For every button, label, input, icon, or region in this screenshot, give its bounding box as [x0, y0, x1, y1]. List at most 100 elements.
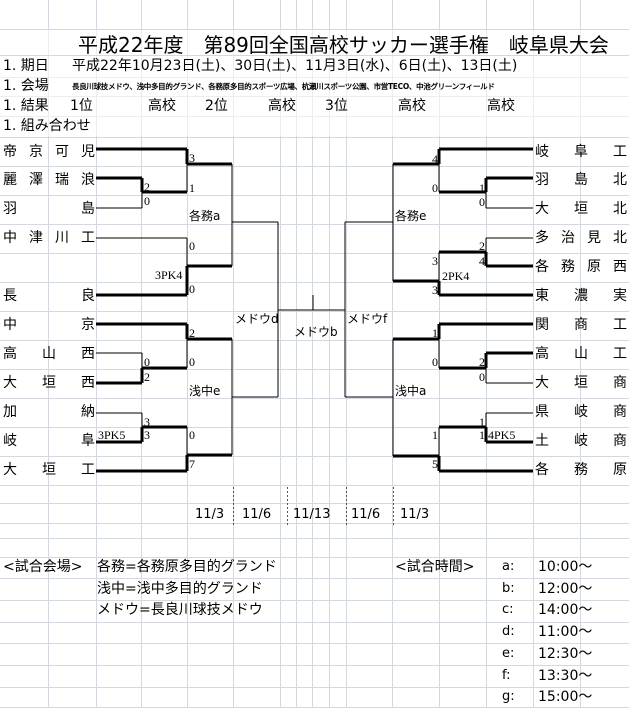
score-label: 1	[479, 415, 485, 429]
score-label: 各務a	[189, 209, 221, 223]
result-3rd-school-b: 高校	[487, 98, 515, 114]
score-label: 0	[189, 282, 195, 296]
score-label: 4	[479, 254, 485, 268]
team-name-left: 中津川工	[3, 230, 95, 246]
round-date: 11/3	[400, 507, 430, 522]
score-label: 0	[479, 195, 485, 209]
venue-legend-3: メドウ=長良川球技メドウ	[97, 602, 263, 618]
time-slot-time: 12:30〜	[538, 646, 593, 662]
time-slot-time: 15:00〜	[538, 689, 593, 705]
score-label: 3	[144, 428, 150, 442]
score-label: 2PK4	[442, 269, 470, 283]
team-name-left: 中京	[3, 317, 95, 333]
page-title: 平成22年度 第89回全国高校サッカー選手権 岐阜県大会	[78, 33, 609, 57]
team-name-right: 土岐商	[535, 433, 627, 449]
score-label: 0	[432, 355, 438, 369]
team-name-left: 帝京可児	[3, 144, 95, 160]
result-1st-school: 高校	[148, 98, 176, 114]
score-label: 各務e	[395, 209, 427, 223]
time-slot-key: c:	[502, 602, 514, 617]
team-name-left: 麗澤瑞浪	[3, 172, 95, 188]
time-slot-key: a:	[502, 559, 515, 574]
time-slot-time: 14:00〜	[538, 602, 593, 618]
score-label: 0	[189, 355, 195, 369]
team-name-right: 高山工	[535, 346, 627, 362]
score-label: 0	[189, 239, 195, 253]
score-label: 3	[432, 283, 438, 297]
score-label: 1	[479, 181, 485, 195]
result-3rd: 3位	[325, 98, 348, 114]
team-name-right: 大垣商	[535, 375, 627, 391]
score-label: 0	[144, 355, 150, 369]
venues-label: <試合会場>	[3, 559, 83, 575]
times-label: <試合時間>	[395, 559, 475, 575]
time-slot-key: b:	[502, 581, 515, 596]
time-slot-key: g:	[502, 689, 515, 704]
time-slot-time: 11:00〜	[538, 624, 593, 640]
result-1st: 1位	[70, 98, 93, 114]
time-slot-key: f:	[502, 668, 511, 683]
period-value: 平成22年10月23日(土)、30日(土)、11月3日(水)、6日(土)、13日…	[72, 58, 518, 74]
score-label: 3PK5	[98, 428, 126, 442]
score-label: 4	[432, 152, 438, 166]
score-label: 1	[189, 181, 195, 195]
team-name-right: 岐阜工	[535, 144, 627, 160]
score-label: 3	[432, 254, 438, 268]
score-label: 2	[189, 326, 195, 340]
result-3rd-school-a: 高校	[398, 98, 426, 114]
time-slot-time: 12:00〜	[538, 581, 593, 597]
score-label: 3	[144, 415, 150, 429]
time-slot-key: e:	[502, 646, 515, 661]
team-name-right: 各務原	[535, 462, 627, 478]
score-label: メドウb	[294, 325, 338, 339]
team-name-left: 大垣西	[3, 375, 95, 391]
period-label: 1. 期日	[3, 58, 49, 74]
team-name-left: 加納	[3, 404, 95, 420]
team-name-right: 各務原西	[535, 259, 627, 275]
team-name-right: 県岐商	[535, 404, 627, 420]
score-label: 2	[144, 370, 150, 384]
round-date: 11/3	[195, 507, 225, 522]
venue-label: 1. 会場	[3, 78, 49, 94]
score-label: 1	[479, 428, 485, 442]
team-name-right: 関商工	[535, 317, 627, 333]
score-label: 2	[479, 239, 485, 253]
score-label: 7	[189, 457, 195, 471]
result-2nd: 2位	[205, 98, 228, 114]
team-name-right: 多治見北	[535, 230, 627, 246]
score-label: メドウf	[347, 312, 388, 326]
team-name-right: 羽島北	[535, 172, 627, 188]
score-label: 0	[144, 194, 150, 208]
result-2nd-school: 高校	[268, 98, 296, 114]
score-label: 3	[189, 151, 195, 165]
team-name-left: 高山西	[3, 346, 95, 362]
score-label: 0	[479, 370, 485, 384]
team-name-left: 長良	[3, 288, 95, 304]
header-band	[0, 56, 629, 136]
result-label: 1. 結果	[3, 98, 49, 114]
time-slot-time: 10:00〜	[538, 559, 593, 575]
round-date: 11/6	[351, 507, 381, 522]
team-name-left: 岐阜	[3, 433, 95, 449]
venue-legend-1: 各務=各務原多目的グランド	[97, 559, 277, 575]
score-label: 2	[479, 355, 485, 369]
team-name-left: 大垣工	[3, 462, 95, 478]
score-label: 4PK5	[488, 428, 516, 442]
venue-value: 長良川球技メドウ、浅中多目的グランド、各務原多目的スポーツ広場、杭瀬川スポーツ公…	[72, 82, 495, 91]
score-label: 0	[189, 428, 195, 442]
score-label: 2	[144, 180, 150, 194]
venue-legend-2: 浅中=浅中多目的グランド	[97, 581, 263, 597]
score-label: 3PK4	[155, 268, 183, 282]
round-date: 11/6	[242, 507, 272, 522]
time-slot-time: 13:30〜	[538, 668, 593, 684]
score-label: 浅中a	[395, 384, 427, 398]
score-label: 5	[432, 457, 438, 471]
team-name-left: 羽島	[3, 201, 95, 217]
header-band	[0, 30, 629, 55]
draw-label: 1. 組み合わせ	[3, 118, 91, 134]
score-label: 浅中e	[189, 384, 221, 398]
team-name-right: 東濃実	[535, 288, 627, 304]
team-name-right: 大垣北	[535, 201, 627, 217]
time-slot-key: d:	[502, 624, 515, 639]
score-label: メドウd	[235, 312, 279, 326]
